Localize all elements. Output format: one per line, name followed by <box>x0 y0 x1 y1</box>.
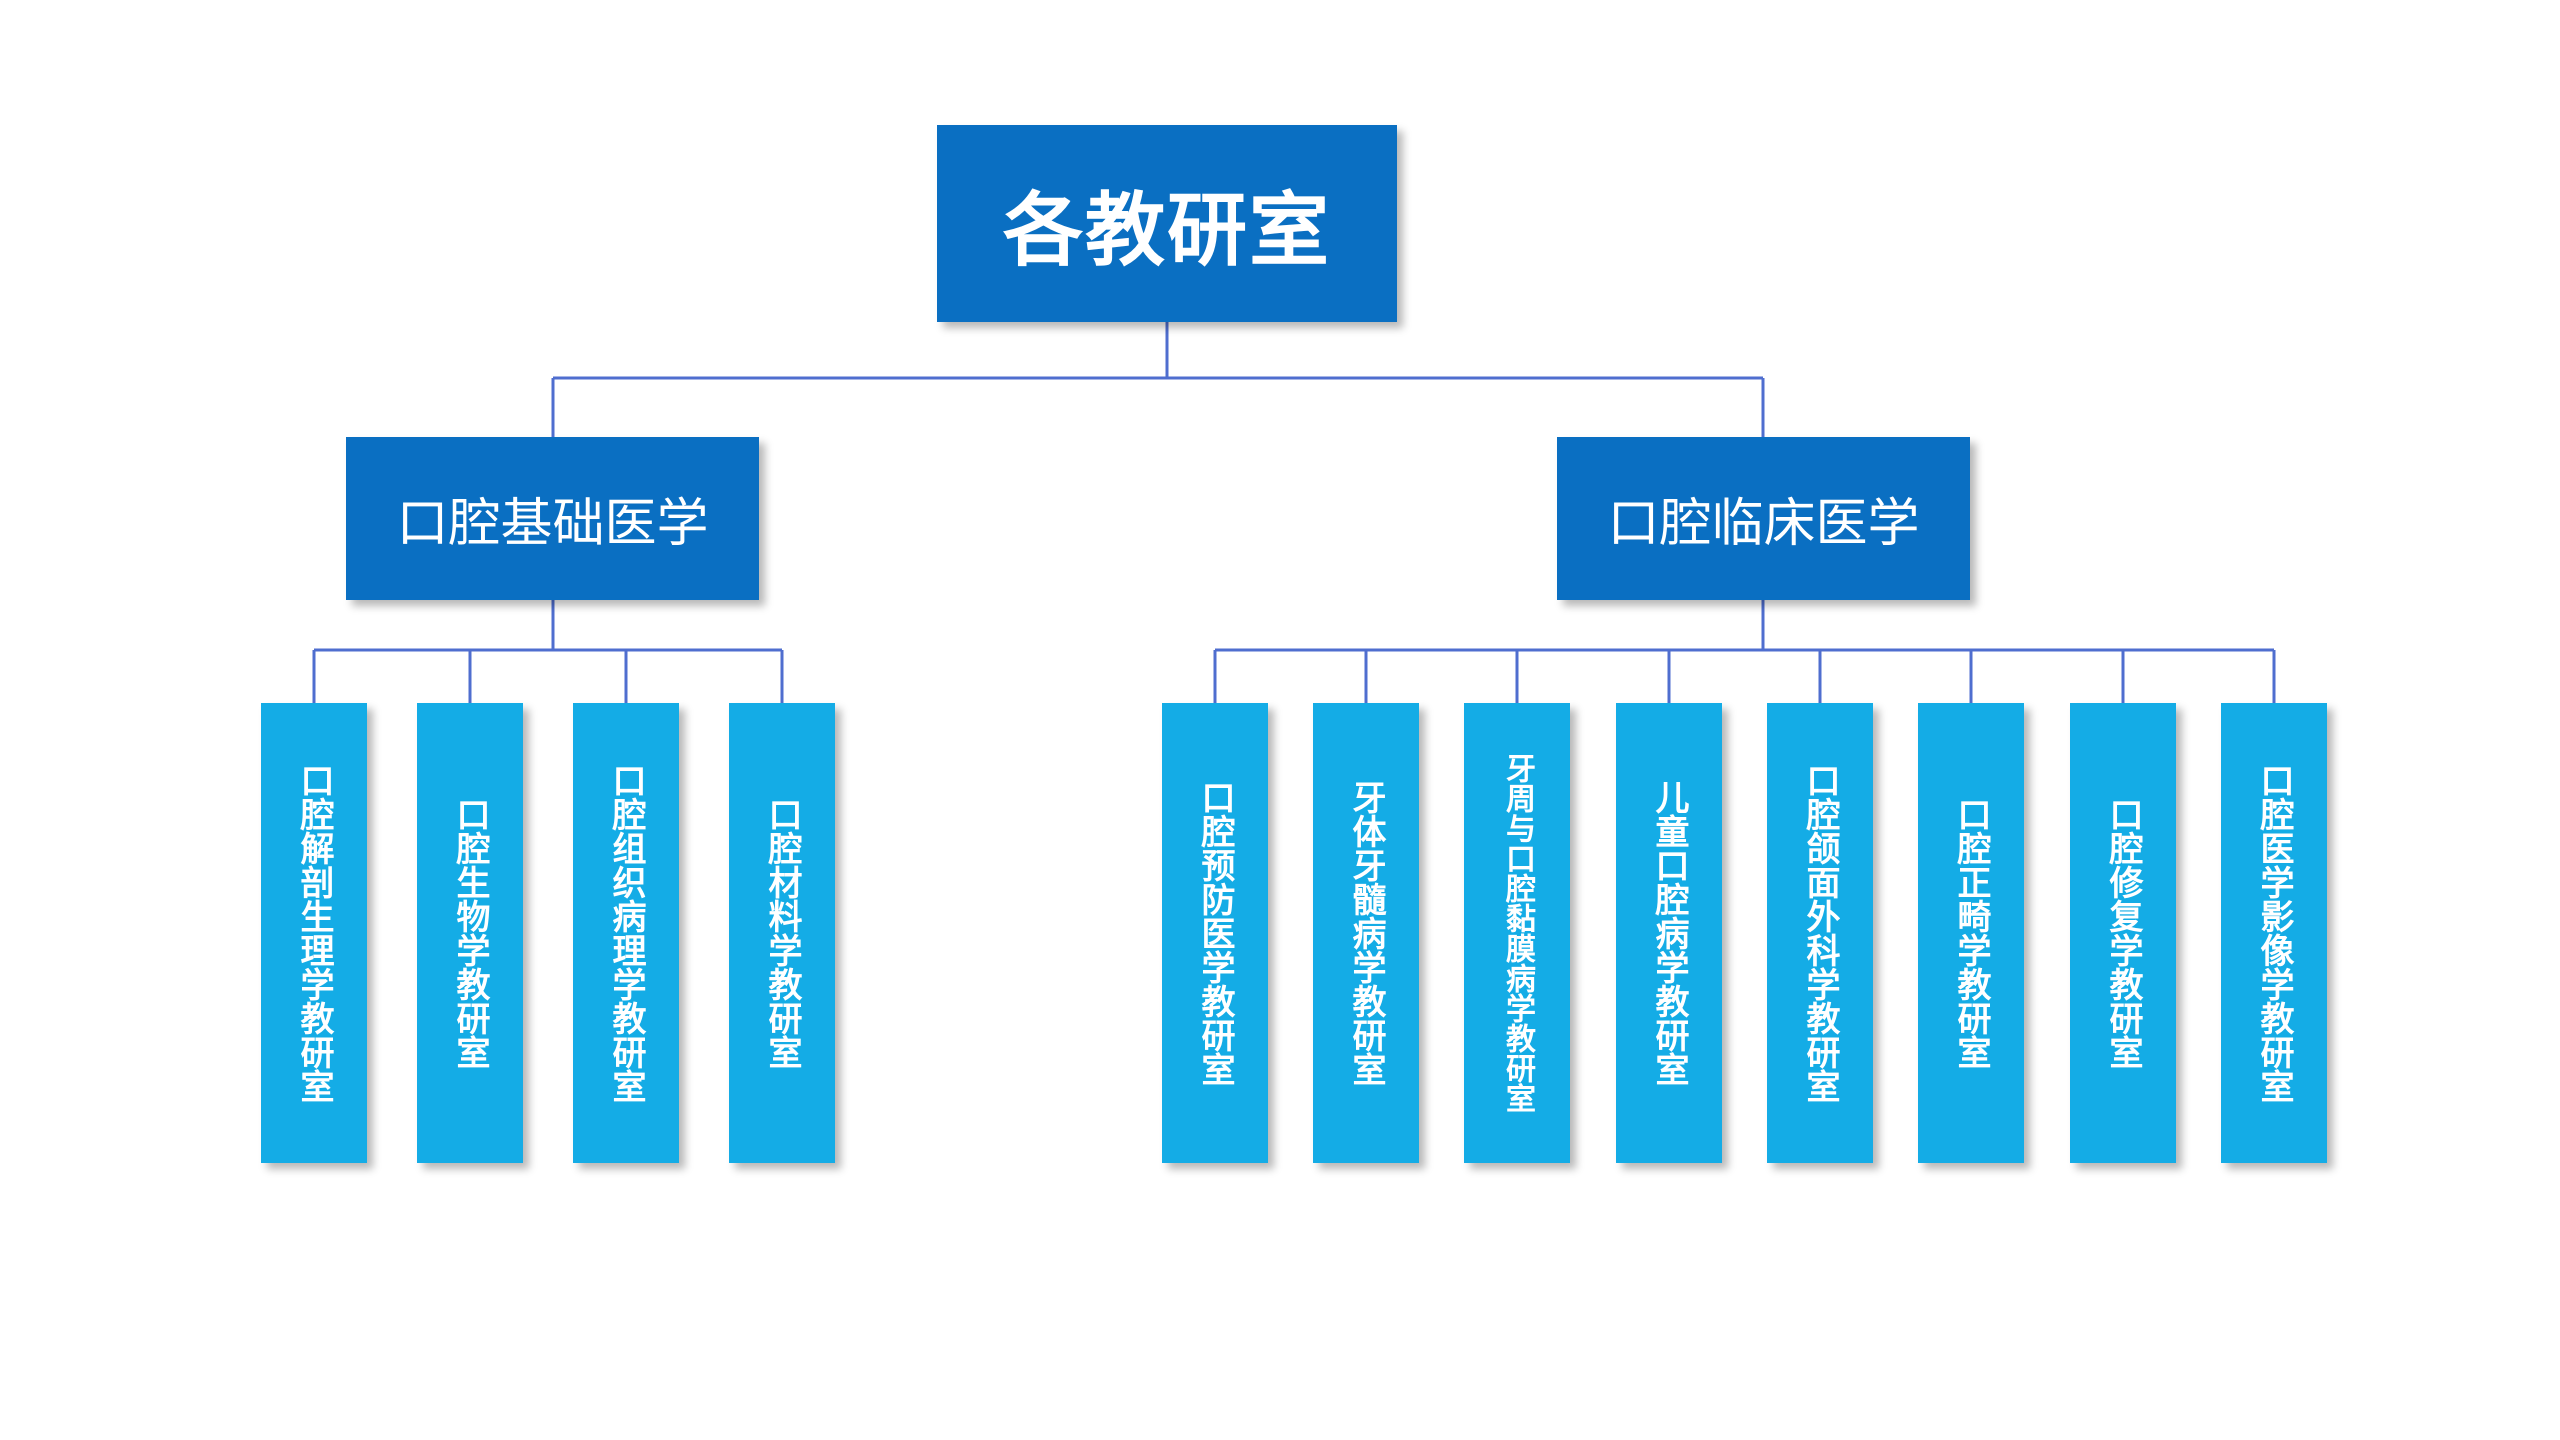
dept-periodontics-oral-mucosa: 牙周与口腔黏膜病学教研室 <box>1464 703 1570 1163</box>
category-clinical-dental-medicine: 口腔临床医学 <box>1557 437 1970 600</box>
dept-oral-histopathology: 口腔组织病理学教研室 <box>573 703 679 1163</box>
dept-oral-radiology: 口腔医学影像学教研室 <box>2221 703 2327 1163</box>
dept-prosthodontics: 口腔修复学教研室 <box>2070 703 2176 1163</box>
dept-oral-anatomy-physiology: 口腔解剖生理学教研室 <box>261 703 367 1163</box>
category-basic-dental-medicine: 口腔基础医学 <box>346 437 759 600</box>
root-node: 各教研室 <box>937 125 1397 322</box>
dept-oral-maxillofacial-surgery: 口腔颌面外科学教研室 <box>1767 703 1873 1163</box>
dept-endodontics: 牙体牙髓病学教研室 <box>1313 703 1419 1163</box>
dept-dental-materials: 口腔材料学教研室 <box>729 703 835 1163</box>
dept-oral-biology: 口腔生物学教研室 <box>417 703 523 1163</box>
dept-pediatric-dentistry: 儿童口腔病学教研室 <box>1616 703 1722 1163</box>
dept-preventive-dentistry: 口腔预防医学教研室 <box>1162 703 1268 1163</box>
dept-orthodontics: 口腔正畸学教研室 <box>1918 703 2024 1163</box>
